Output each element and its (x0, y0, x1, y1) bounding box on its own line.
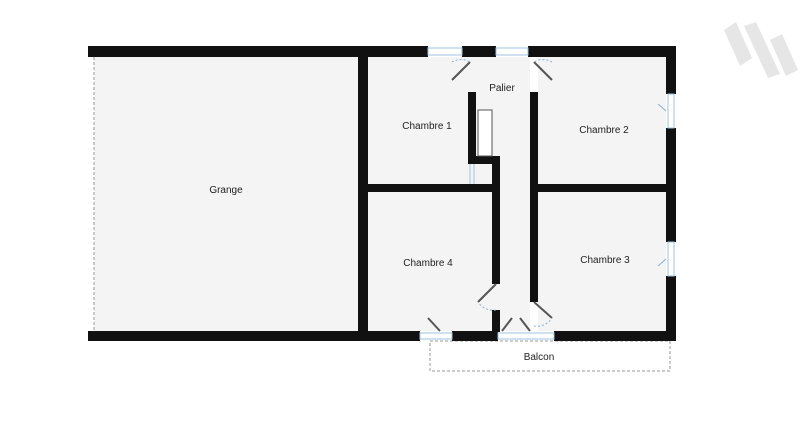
doors (427, 59, 667, 332)
wall-grange-divider (358, 57, 368, 331)
label-balcon: Balcon (524, 352, 555, 363)
wall-bottom-right (554, 331, 676, 341)
balcony-outline (429, 340, 671, 372)
door-window-c2-leaf (657, 103, 667, 112)
wall-chambre2-chambre3 (538, 184, 666, 192)
wall-right-mid (666, 128, 676, 242)
door-chambre3-arc (533, 317, 553, 327)
wall-right-lower (666, 276, 676, 341)
stair-outline (477, 109, 493, 157)
door-balcony-leaf-2[interactable] (501, 317, 513, 332)
door-chambre2-arc (533, 59, 553, 63)
window-bottom-palier (497, 332, 555, 340)
door-chambre1-leaf[interactable] (451, 61, 471, 81)
wall-chambre4-palier-upper (492, 156, 500, 284)
label-grange: Grange (209, 185, 243, 196)
door-chambre1-arc (451, 59, 471, 63)
window-bottom-chambre4 (419, 332, 453, 340)
floor-chambre-3 (538, 192, 666, 331)
floor-chambre-2 (538, 57, 666, 184)
door-chambre2-leaf[interactable] (533, 61, 553, 81)
door-chambre3-leaf[interactable] (533, 301, 553, 319)
window-right-chambre3 (667, 241, 675, 277)
windows (419, 47, 675, 340)
window-top-palier (495, 47, 529, 56)
wall-top-right (528, 46, 676, 57)
door-balcony-leaf-3[interactable] (519, 317, 531, 332)
label-palier: Palier (489, 83, 515, 94)
label-chambre-1: Chambre 1 (402, 121, 452, 132)
wall-chambre1-palier (468, 92, 476, 158)
wall-chambre1-chambre4 (368, 184, 498, 192)
watermark-logo-icon (724, 22, 798, 78)
label-chambre-4: Chambre 4 (403, 258, 453, 269)
wall-bottom-mid (452, 331, 498, 341)
floors (94, 57, 666, 331)
wall-palier-step (468, 156, 498, 164)
door-chambre4-arc (477, 301, 497, 311)
floor-grange (94, 57, 358, 331)
label-chambre-3: Chambre 3 (580, 255, 630, 266)
window-top-chambre1 (427, 47, 463, 56)
wall-right-upper (666, 46, 676, 94)
wall-top-mid (462, 46, 496, 57)
wall-chambre4-palier-lower (492, 310, 500, 332)
label-chambre-2: Chambre 2 (579, 125, 629, 136)
wall-palier-right-upper (530, 92, 538, 302)
window-right-chambre2 (667, 93, 675, 129)
wall-bottom-left (88, 331, 420, 341)
door-chambre4-leaf[interactable] (477, 283, 497, 303)
door-window-c3-leaf (657, 258, 667, 267)
door-balcony-leaf-1[interactable] (427, 317, 441, 332)
wall-top-left (88, 46, 428, 57)
walls (88, 46, 676, 341)
